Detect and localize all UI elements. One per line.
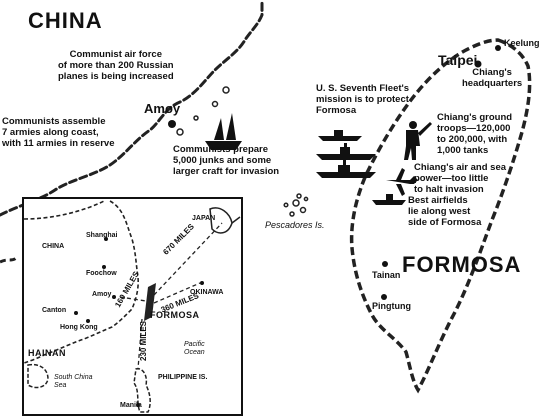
inset-map: CHINA Shanghai Foochow Amoy Canton Hong … (22, 197, 243, 416)
tainan-label: Tainan (372, 270, 401, 280)
inset-philippine-label: PHILIPPINE IS. (158, 374, 208, 381)
inset-foochow-label: Foochow (86, 270, 117, 277)
china-coastline (0, 0, 264, 217)
amoy-dot (168, 120, 176, 128)
china-label: CHINA (28, 8, 103, 33)
inset-formosa-label: FORMOSA (150, 310, 200, 320)
inset-shanghai-label: Shanghai (86, 232, 118, 239)
note-airfields: Best airfields lie along west side of Fo… (408, 195, 482, 228)
formosa-outline (349, 38, 532, 394)
note-ground-troops: Chiang's ground troops—120,000 to 200,00… (437, 112, 513, 156)
junk-boat-icon (205, 113, 242, 150)
inset-okinawa-label: OKINAWA (190, 289, 224, 296)
note-seventh-fleet: U. S. Seventh Fleet's mission is to prot… (316, 83, 410, 116)
note-air-sea: Chiang's air and sea power—too little to… (414, 162, 507, 195)
amoy-label: Amoy (144, 101, 181, 116)
formosa-label: FORMOSA (402, 252, 522, 277)
note-headquarters: Chiang's headquarters (462, 67, 523, 89)
keelung-dot (495, 45, 501, 51)
inset-hong-kong-label: Hong Kong (60, 324, 98, 331)
plane-icon (386, 168, 418, 196)
distance-230: 230 MILES (139, 320, 148, 361)
inset-hainan-label: HAINAN (28, 348, 66, 358)
note-junks: Communists prepare 5,000 junks and some … (173, 144, 280, 177)
inset-manila-label: Manila (120, 402, 142, 409)
inset-amoy-label: Amoy (92, 291, 112, 298)
warship-icon (316, 160, 376, 178)
inset-pacific-label: Pacific Ocean (184, 341, 205, 356)
pescadores-islands (283, 193, 309, 217)
soldier-icon (404, 121, 432, 160)
inset-japan-label: JAPAN (192, 215, 216, 222)
inset-formosa-shape (144, 283, 156, 321)
warship-icon (316, 143, 376, 160)
taipei-label: Taipei (438, 52, 478, 68)
pescadores-label: Pescadores Is. (265, 220, 325, 230)
pingtung-dot (381, 294, 387, 300)
tainan-dot (382, 261, 388, 267)
destroyer-icon (372, 194, 406, 205)
inset-map-drawing (24, 200, 241, 413)
inset-canton-label: Canton (42, 307, 67, 314)
note-air-force: Communist air force of more than 200 Rus… (58, 49, 174, 82)
note-armies: Communists assemble 7 armies along coast… (2, 116, 115, 149)
inset-china-label: CHINA (42, 243, 65, 250)
keelung-label: Keelung (504, 38, 540, 48)
inset-south-china-sea-label: South China Sea (54, 374, 93, 389)
warship-icon (318, 130, 362, 141)
taipei-dot (474, 60, 482, 68)
pingtung-label: Pingtung (372, 301, 411, 311)
